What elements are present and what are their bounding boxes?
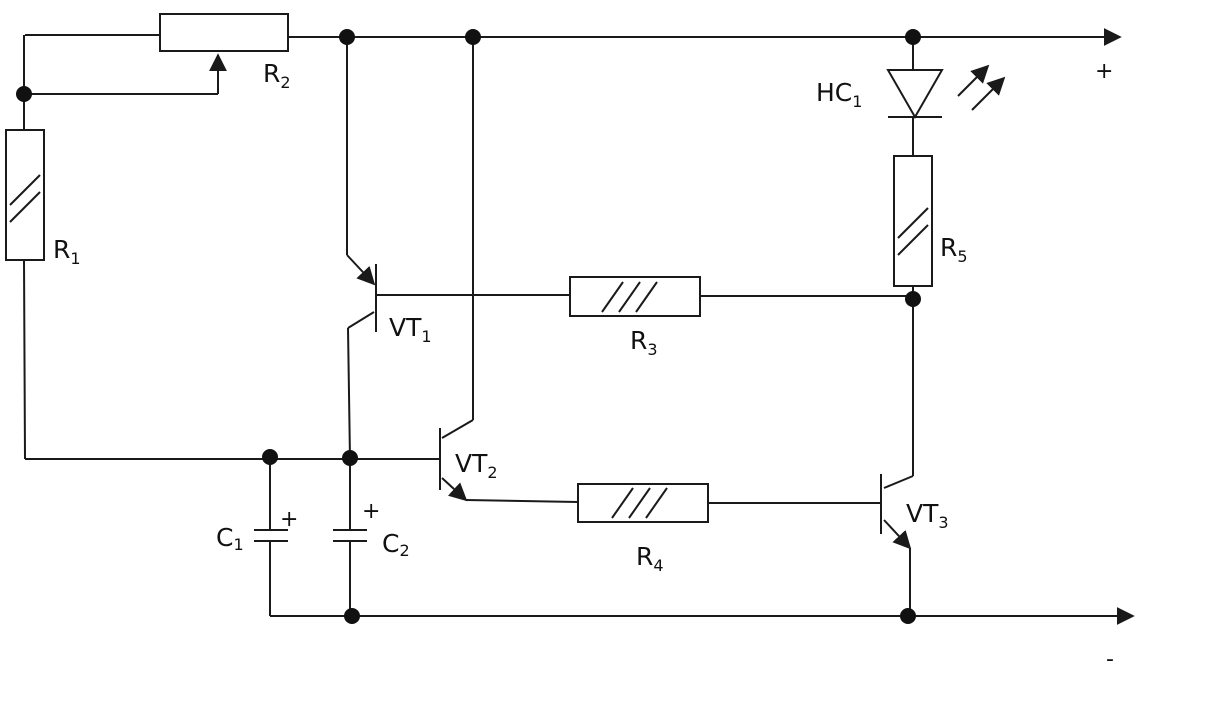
- capacitor-wires: [269, 459, 351, 616]
- junction-dot: [262, 449, 278, 465]
- junction-dot: [16, 86, 32, 102]
- junction-dot: [344, 608, 360, 624]
- label-r2: R2: [263, 59, 291, 92]
- junction-dot: [905, 291, 921, 307]
- resistor-r4: [577, 483, 709, 523]
- label-vt2: VT2: [455, 449, 498, 482]
- c1-polarity-sign: +: [280, 507, 298, 532]
- label-hc1: HC1: [816, 78, 862, 111]
- resistor-r3: [569, 276, 701, 317]
- supply-negative-sign: -: [1106, 647, 1114, 672]
- junction-dot: [465, 29, 481, 45]
- led-hc1: [886, 64, 1006, 120]
- capacitor-c1: [254, 529, 288, 542]
- supply-positive-sign: +: [1095, 59, 1113, 84]
- label-r3: R3: [630, 326, 658, 359]
- label-r4: R4: [636, 542, 664, 575]
- resistor-r5: [893, 155, 933, 287]
- label-vt1: VT1: [389, 313, 432, 346]
- junction-dot: [900, 608, 916, 624]
- positive-rail: [25, 28, 1122, 46]
- label-r5: R5: [940, 233, 968, 266]
- c2-polarity-sign: +: [362, 499, 380, 524]
- junction-dot: [339, 29, 355, 45]
- junction-dot: [905, 29, 921, 45]
- vt1-vt2-wires: [346, 37, 579, 503]
- capacitor-c2: [333, 529, 367, 542]
- label-c1: C1: [216, 523, 244, 554]
- resistor-r1: [5, 129, 45, 261]
- junction-dot: [342, 450, 358, 466]
- label-c2: C2: [382, 529, 410, 560]
- resistor-r2: [159, 13, 289, 52]
- label-r1: R1: [53, 235, 81, 268]
- left-branch-wires: [23, 35, 440, 460]
- label-vt3: VT3: [906, 499, 949, 532]
- right-branch-wires: [700, 37, 914, 616]
